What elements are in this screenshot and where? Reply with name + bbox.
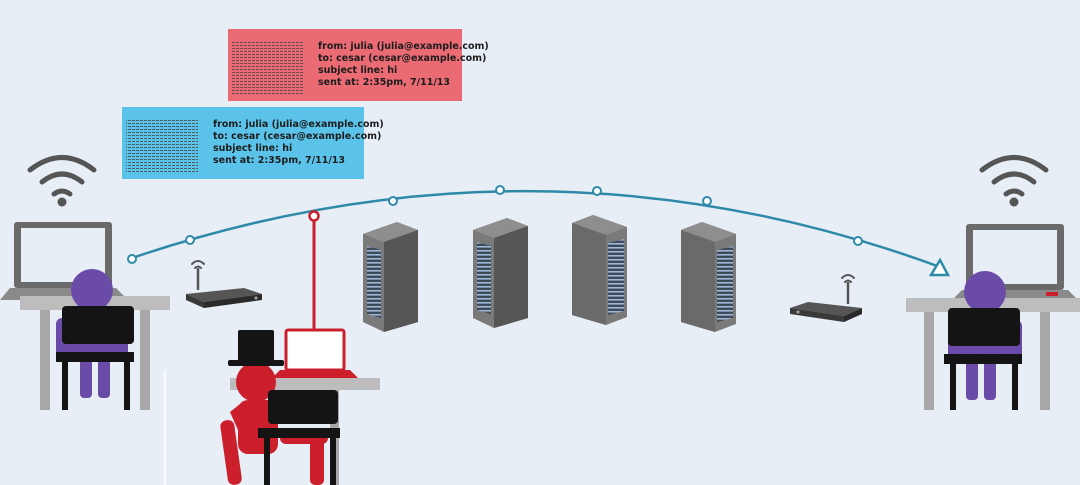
server-rack-icon	[473, 218, 528, 328]
route-node	[592, 186, 602, 196]
sender-subject-line: subject line: hi	[213, 143, 292, 154]
route-node	[127, 254, 137, 264]
route-node	[388, 196, 398, 206]
wifi-dot	[57, 197, 67, 207]
chair	[56, 306, 134, 410]
intercepted-from-line: from: julia (julia@example.com)	[318, 41, 489, 52]
wifi-dot	[1009, 197, 1019, 207]
route-node	[495, 185, 505, 195]
router-icon	[186, 260, 262, 308]
sender-sent-line: sent at: 2:35pm, 7/11/13	[213, 155, 345, 166]
sender-from-line: from: julia (julia@example.com)	[213, 119, 384, 130]
network-route	[127, 185, 951, 277]
wifi-icon	[27, 155, 97, 197]
wifi-icon	[191, 260, 205, 269]
top-hat-icon	[228, 330, 284, 366]
tap-node	[308, 210, 320, 222]
route-arc	[131, 189, 941, 269]
laptop-icon	[272, 328, 358, 378]
sender-to-line: to: cesar (cesar@example.com)	[213, 131, 381, 142]
recipient-station	[906, 155, 1080, 410]
server-rack-icon	[363, 222, 418, 332]
server-rack-icon	[572, 215, 627, 325]
interceptor-tap	[308, 210, 320, 330]
route-node	[185, 235, 195, 245]
sender-station	[0, 155, 170, 410]
intercepted-to-line: to: cesar (cesar@example.com)	[318, 53, 486, 64]
sender-email-card: from: julia (julia@example.com) to: cesa…	[122, 107, 384, 179]
intercepted-sent-line: sent at: 2:35pm, 7/11/13	[318, 77, 450, 88]
router-icon	[790, 274, 862, 322]
route-arrowhead	[928, 257, 951, 277]
server-rack-icon	[681, 222, 736, 332]
route-node	[702, 196, 712, 206]
intercepted-card-body-text	[232, 40, 304, 96]
route-node	[853, 236, 863, 246]
wifi-icon	[979, 155, 1049, 197]
chair	[944, 308, 1022, 410]
sender-card-body-text	[126, 118, 198, 174]
intercepted-email-card: from: julia (julia@example.com) to: cesa…	[228, 29, 489, 101]
intercepted-subject-line: subject line: hi	[318, 65, 397, 76]
chair	[258, 390, 340, 485]
wifi-icon	[841, 274, 855, 283]
interceptor-station	[220, 328, 380, 485]
